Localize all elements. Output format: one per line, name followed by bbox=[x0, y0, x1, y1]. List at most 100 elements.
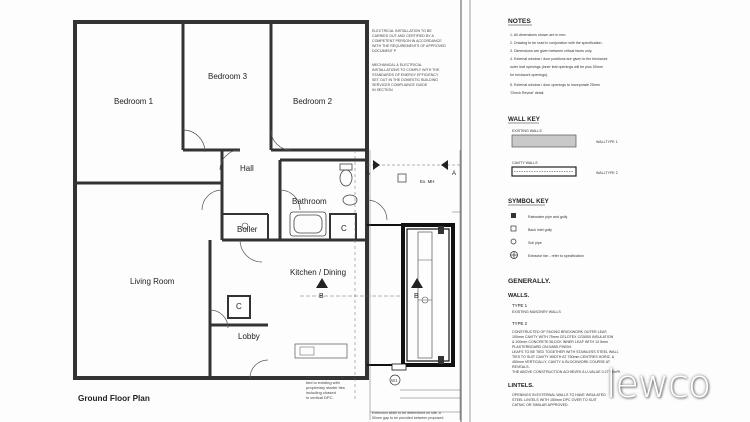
cupboard-right bbox=[329, 213, 357, 241]
lintels-line-3: CATNIC OR SIMILAR APPROVED. bbox=[512, 403, 569, 407]
door-bedroom2 bbox=[270, 129, 292, 151]
symbol-fan: Extractor fan - refer to specification bbox=[528, 254, 584, 258]
type2-line-4: PLASTERBOARD ON DABS FINISH. bbox=[512, 345, 572, 349]
type2-line-6: TIES TO SUIT CAVITY WIDTH AT 750mm CENTR… bbox=[512, 355, 615, 359]
electrical-note: ELECTRICAL INSTALLATION TO BE CARRIED OU… bbox=[372, 29, 446, 53]
manhole-symbol bbox=[397, 173, 407, 183]
room-bedroom-3: Bedroom 3 bbox=[208, 72, 248, 81]
type2-line-7: 450mm VERTICALLY. CAVITY & BLOCKWORK COU… bbox=[512, 360, 611, 364]
note-2: 2. Drawing to be read in conjunction wit… bbox=[510, 41, 603, 45]
wall-key-heading: WALL KEY bbox=[508, 116, 541, 123]
boiler-icon bbox=[241, 222, 249, 230]
type2-line-2: 100mm CAVITY WITH 75mm CELOTEX CG5000 IN… bbox=[512, 335, 614, 339]
extractor-fan-icon bbox=[510, 251, 518, 259]
existing-walls-label: EXISTING WALLS bbox=[512, 129, 542, 133]
mechanical-note-line-6: IN SECTION bbox=[372, 88, 393, 92]
type1-desc: EXISTING MASONRY WALLS bbox=[512, 310, 561, 314]
note-4-cont-1: outer leaf openings (inner leaf openings… bbox=[510, 65, 603, 69]
notes-heading: NOTES bbox=[508, 18, 531, 25]
bottom-note-line-1: Extension width to be determined on site… bbox=[372, 411, 441, 415]
mechanical-note: MECHANICAL & ELECTRICAL INSTALLATIONS TO… bbox=[372, 63, 440, 92]
new-wall-note-line-3: proprietary starter ties bbox=[306, 385, 345, 390]
section-a1-arrow bbox=[373, 160, 380, 170]
extension: W1 bbox=[294, 223, 455, 386]
lintels-line-1: OPENINGS IN EXTERNAL WALLS TO HAVE INSUL… bbox=[512, 393, 606, 397]
type2-line-1: CONSTRUCTED OF FACING BRICKWORK OUTER LE… bbox=[512, 330, 607, 334]
room-bedroom-2: Bedroom 2 bbox=[293, 97, 333, 106]
bath-inner bbox=[293, 214, 323, 234]
note-5-cont: 'Check Reveal' detail. bbox=[510, 91, 544, 95]
cavity-wall-type: WALLTYPE 2 bbox=[596, 171, 618, 175]
type2-description: CONSTRUCTED OF FACING BRICKWORK OUTER LE… bbox=[512, 330, 621, 374]
lintels-heading: LINTELS. bbox=[508, 383, 534, 389]
bottom-note: Extension width to be determined on site… bbox=[372, 411, 443, 420]
mechanical-note-line-2: INSTALLATIONS TO COMPLY WITH THE bbox=[372, 68, 440, 72]
cupboard-lobby bbox=[227, 295, 251, 319]
walls-heading: WALLS. bbox=[508, 293, 530, 299]
bathroom-fittings bbox=[289, 163, 358, 237]
section-b-right: B bbox=[414, 293, 419, 300]
room-living: Living Room bbox=[130, 277, 175, 286]
room-hall: Hall bbox=[240, 164, 254, 173]
notes-list: 1. All dimensions shown are in mm. 2. Dr… bbox=[510, 33, 608, 95]
door-front bbox=[249, 359, 269, 379]
room-bedroom-1: Bedroom 1 bbox=[114, 97, 154, 106]
soil-pipe-icon bbox=[510, 238, 517, 245]
door-bedroom3 bbox=[219, 149, 241, 171]
wc-cistern bbox=[339, 163, 353, 171]
mechanical-note-line-5: SERVICES COMPLIANCE GUIDE bbox=[372, 83, 428, 87]
electrical-note-line-4: WITH THE REQUIREMENTS OF APPROVED bbox=[372, 44, 446, 48]
door-bathroom bbox=[279, 189, 301, 211]
door-kitchen bbox=[239, 239, 263, 263]
type2-line-5: LEAFS TO BE TIED TOGETHER WITH STAINLESS… bbox=[512, 350, 619, 354]
type2-label: TYPE 2 bbox=[512, 321, 528, 326]
existing-wall-type: WALLTYPE 1 bbox=[596, 140, 618, 144]
generally-heading: GENERALLY. bbox=[508, 278, 551, 285]
note-4: 4. External window / door positions are … bbox=[510, 57, 608, 61]
new-wall-note-line-1: New cavity walls to be bbox=[306, 375, 346, 380]
electrical-note-line-3: COMPETENT PERSON IN ACCORDANCE bbox=[372, 39, 442, 43]
room-lobby: Lobby bbox=[238, 332, 260, 341]
room-cupboard-right: C bbox=[341, 224, 347, 233]
lintels-description: OPENINGS IN EXTERNAL WALLS TO HAVE INSUL… bbox=[512, 393, 606, 407]
new-wall-note-line-5: in vertical DPC. bbox=[306, 395, 334, 400]
type2-line-8: REVEALS. bbox=[512, 365, 530, 369]
electrical-note-line-2: CARRIED OUT AND CERTIFIED BY A bbox=[372, 34, 435, 38]
lewco-logo: lewco bbox=[606, 362, 711, 406]
rwp-symbol bbox=[438, 226, 444, 234]
door-bedroom1 bbox=[182, 129, 206, 153]
hob-ring bbox=[421, 296, 429, 304]
basin bbox=[342, 194, 358, 206]
symbol-soil: Soil pipe bbox=[528, 241, 542, 245]
extension-inner-leaf bbox=[406, 228, 450, 362]
symbol-key-heading: SYMBOL KEY bbox=[508, 198, 550, 205]
window-w1 bbox=[391, 363, 407, 371]
mechanical-note-line-4: SET OUT IN THE DOMESTIC BUILDING bbox=[372, 78, 438, 82]
note-1: 1. All dimensions shown are in mm. bbox=[510, 33, 566, 37]
section-b-left: B bbox=[319, 293, 324, 300]
wc bbox=[339, 169, 353, 187]
section-a-left: A bbox=[366, 171, 370, 177]
back-inlet-gully-icon bbox=[510, 225, 517, 232]
ex-mh-label: Ex. MH bbox=[420, 179, 434, 184]
door-swings bbox=[182, 129, 388, 379]
note-3: 3. Dimensions are given between critical… bbox=[510, 49, 592, 53]
symbol-big: Back inlet gully bbox=[528, 228, 552, 232]
section-b1-arrow bbox=[316, 278, 328, 288]
symbol-rwp: Rainwater pipe and gully bbox=[528, 215, 568, 219]
extension-walls bbox=[401, 223, 455, 367]
symbol-key-list: Rainwater pipe and gully Back inlet gull… bbox=[510, 213, 584, 259]
lintels-line-2: STEEL LINTELS WITH 150mm DPC OVER TO SUI… bbox=[512, 398, 598, 402]
bottom-note-line-2: 50mm gap to be provided between proposed bbox=[372, 416, 443, 420]
bath bbox=[289, 211, 327, 237]
rwp-symbol-2 bbox=[438, 356, 444, 364]
mechanical-note-line-1: MECHANICAL & ELECTRICAL bbox=[372, 63, 422, 67]
kitchen-units bbox=[294, 343, 348, 359]
note-5: 5. External window / door openings to in… bbox=[510, 83, 600, 87]
rwp-gully-icon bbox=[511, 213, 516, 218]
note-4-cont-2: for brickwork openings). bbox=[510, 73, 548, 77]
dimension-lines bbox=[300, 150, 461, 420]
room-cupboard-lobby: C bbox=[236, 302, 242, 311]
